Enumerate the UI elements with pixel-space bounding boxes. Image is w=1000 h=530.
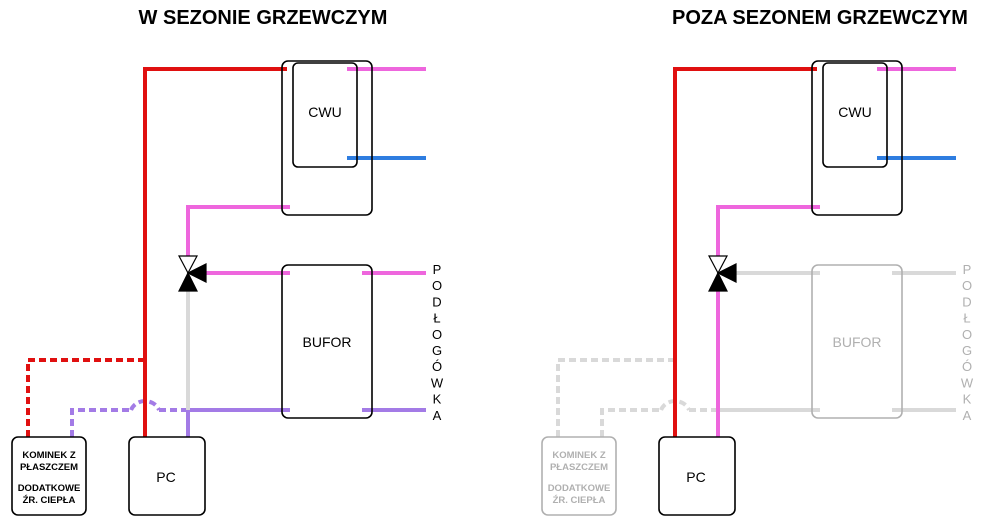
- fireplace-box: [541, 436, 617, 516]
- floor-heating-label-letter: G: [962, 343, 972, 358]
- floor-heating-label-letter: W: [431, 375, 444, 390]
- valve-side-triangle: [186, 263, 207, 283]
- floor-heating-label-letter: W: [961, 375, 974, 390]
- fireplace-label-line4: ŹR. CIEPŁA: [23, 495, 76, 506]
- fireplace-box: [11, 436, 87, 516]
- floor-heating-label-letter: Ł: [963, 311, 970, 326]
- pc-supply-pipe: [143, 67, 287, 437]
- diagram-non-heating-season: POZA SEZONEM GRZEWCZYMCWUBUFORPODŁOGÓWKA…: [541, 7, 974, 516]
- floor-heating-label-letter: K: [433, 392, 442, 407]
- fireplace-label-line2: PŁASZCZEM: [20, 462, 78, 473]
- floor-heating-label-letter: O: [432, 327, 442, 342]
- floor-heating-label-letter: Ó: [432, 359, 442, 374]
- valve-side-triangle: [716, 263, 737, 283]
- floor-heating-label-letter: D: [962, 294, 971, 309]
- floor-heating-label-letter: A: [433, 408, 442, 423]
- floor-heating-label-letter: A: [963, 408, 972, 423]
- fireplace-label-line3: DODATKOWE: [548, 483, 611, 494]
- floor-heating-label-letter: P: [433, 262, 442, 277]
- cwu-tank-outer: [811, 60, 903, 216]
- floor-heating-label-letter: G: [432, 343, 442, 358]
- diagram-title: W SEZONIE GRZEWCZYM: [139, 7, 388, 29]
- fireplace-label-line4: ŹR. CIEPŁA: [553, 495, 606, 506]
- bufor-label: BUFOR: [833, 334, 882, 350]
- cwu-coil-return-pipe: [186, 205, 290, 256]
- bufor-label: BUFOR: [303, 334, 352, 350]
- three-way-valve-icon: [708, 255, 737, 292]
- floor-heating-label-letter: Ó: [962, 359, 972, 374]
- floor-heating-label-letter: Ł: [433, 311, 440, 326]
- heat-pump-box: [128, 436, 206, 516]
- diagram-title: POZA SEZONEM GRZEWCZYM: [672, 7, 968, 29]
- floor-heating-label-letter: K: [963, 392, 972, 407]
- valve-bottom-triangle: [178, 271, 198, 292]
- cwu-tank-inner: [292, 62, 358, 168]
- valve-bottom-triangle: [708, 271, 728, 292]
- cwu-coil-return-pipe: [716, 205, 820, 256]
- fireplace-label-line1: KOMINEK Z: [552, 450, 606, 461]
- floor-heating-label-letter: O: [432, 278, 442, 293]
- cwu-tank-outer: [281, 60, 373, 216]
- valve-top-triangle: [708, 255, 728, 275]
- three-way-valve-icon: [178, 255, 207, 292]
- fireplace-return-dashed-pipe-left: [70, 408, 132, 437]
- floor-heating-label-letter: D: [432, 294, 441, 309]
- diagram-heating-season: W SEZONIE GRZEWCZYMCWUBUFORPODŁOGÓWKAPCK…: [11, 7, 444, 516]
- fireplace-label-line2: PŁASZCZEM: [550, 462, 608, 473]
- heat-pump-label: PC: [686, 469, 705, 485]
- fireplace-return-dashed-pipe-left: [600, 408, 662, 437]
- valve-top-triangle: [178, 255, 198, 275]
- fireplace-label-line1: KOMINEK Z: [22, 450, 76, 461]
- pc-supply-pipe: [673, 67, 817, 437]
- floor-heating-label-letter: O: [962, 327, 972, 342]
- bufor-tank: [811, 264, 903, 419]
- floor-heating-label-letter: P: [963, 262, 972, 277]
- fireplace-supply-dashed-pipe: [556, 358, 673, 437]
- heat-pump-box: [658, 436, 736, 516]
- fireplace-supply-dashed-pipe: [26, 358, 143, 437]
- cwu-label: CWU: [308, 104, 341, 120]
- cwu-label: CWU: [838, 104, 871, 120]
- bufor-tank: [281, 264, 373, 419]
- cwu-tank-inner: [822, 62, 888, 168]
- heat-pump-label: PC: [156, 469, 175, 485]
- fireplace-label-line3: DODATKOWE: [18, 483, 81, 494]
- floor-heating-label-letter: O: [962, 278, 972, 293]
